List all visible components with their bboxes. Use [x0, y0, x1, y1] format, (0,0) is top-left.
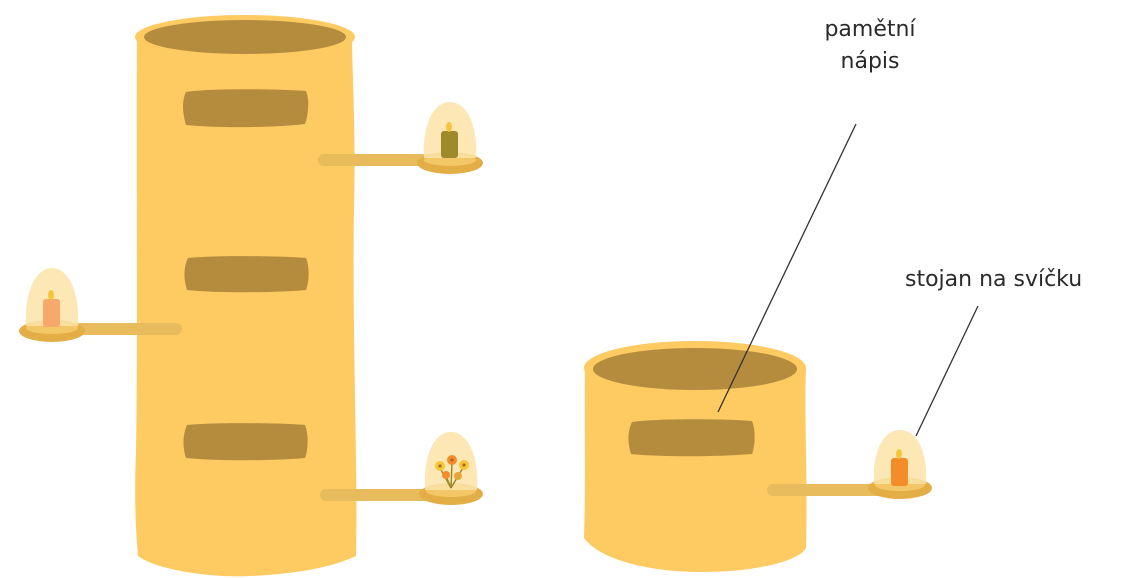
- candle-holder-top-right: [318, 102, 483, 174]
- candle-holder-label: stojan na svíčku: [905, 267, 1083, 292]
- plaque-top: [183, 89, 309, 128]
- short-column-body: [584, 366, 807, 572]
- holder-arm: [767, 484, 901, 496]
- flame: [48, 290, 54, 300]
- flame: [446, 122, 452, 132]
- plaque-middle: [184, 256, 309, 293]
- holder-arm: [55, 323, 182, 335]
- inscription-label-line2: nápis: [840, 49, 900, 74]
- candle: [43, 299, 60, 327]
- tall-column: [135, 15, 357, 577]
- candle-holder-short-column: [767, 430, 932, 499]
- holder-arm: [318, 154, 448, 166]
- holder-arm: [320, 489, 450, 501]
- tall-column-opening: [144, 20, 346, 54]
- candle-holder-left: [19, 268, 182, 342]
- short-column: [584, 341, 807, 572]
- leader-line-candle-holder: [915, 305, 979, 437]
- flower-holder-bottom-right: [320, 432, 483, 505]
- inscription-label: pamětní nápis: [770, 14, 970, 78]
- flame: [896, 449, 902, 459]
- flowers-icon: [435, 455, 469, 489]
- inscription-label-line1: pamětní: [824, 17, 916, 42]
- plaque-short: [628, 419, 755, 457]
- short-column-opening: [593, 348, 797, 390]
- candle: [891, 458, 908, 486]
- candle: [441, 131, 458, 158]
- plaque-bottom: [183, 423, 308, 461]
- leader-line-inscription: [717, 123, 857, 413]
